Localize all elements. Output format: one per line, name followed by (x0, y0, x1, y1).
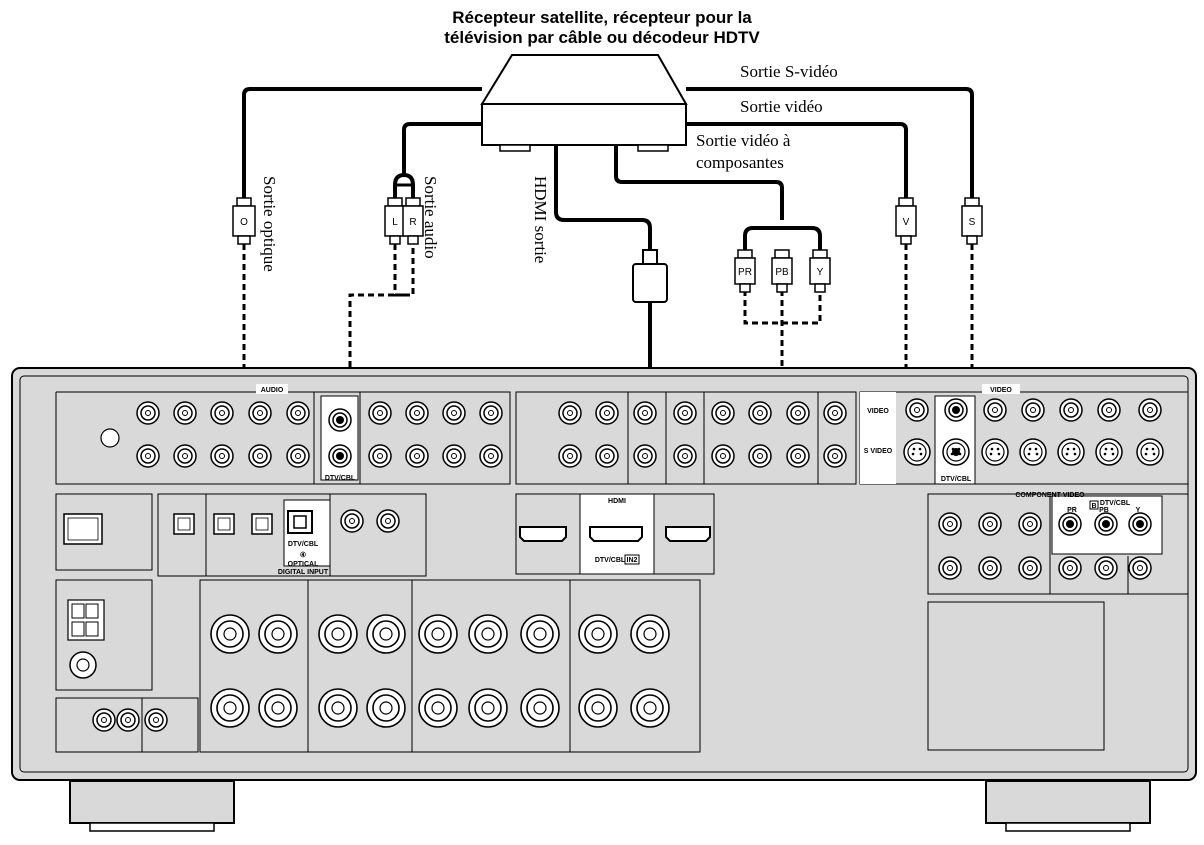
label-hdmi-in: IN2 (627, 557, 638, 564)
component-video-section: COMPONENT VIDEO B DTV/CBL PR PB Y (927, 492, 1189, 751)
speaker-terminal (578, 688, 618, 728)
speaker-terminal (630, 688, 670, 728)
label-component-out-1: Sortie vidéo à (696, 131, 791, 150)
audio-section: AUDIO DTV/CBL (55, 384, 511, 485)
label-hdmi-dtvcbl: DTV/CBL (595, 557, 626, 564)
left-connectors (55, 493, 199, 753)
speaker-terminal (210, 688, 250, 728)
label-y: Y (1136, 507, 1141, 514)
label-video-dtvcbl: DTV/CBL (941, 476, 972, 483)
speaker-terminals (199, 579, 701, 753)
plug-svideo: S (961, 197, 983, 245)
label-svideo-out: Sortie S-vidéo (740, 62, 838, 81)
speaker-terminal (520, 614, 560, 654)
label-optical-number: ④ (300, 551, 306, 559)
label-audio-out: Sortie audio (421, 176, 440, 259)
plug-pr-letter: PR (738, 267, 752, 278)
plug-right-letter: R (409, 217, 416, 228)
speaker-terminal (578, 614, 618, 654)
label-component-video: COMPONENT VIDEO (1015, 492, 1085, 499)
plug-left: L (384, 197, 406, 245)
speaker-terminal (318, 688, 358, 728)
speaker-terminal (418, 688, 458, 728)
plug-left-letter: L (392, 217, 398, 228)
plug-pb: PB (771, 249, 793, 293)
plug-pb-letter: PB (775, 267, 789, 278)
speaker-terminal (468, 614, 508, 654)
source-device (480, 54, 688, 152)
label-audio: AUDIO (261, 387, 284, 394)
speaker-terminal (258, 614, 298, 654)
plug-y: Y (809, 249, 831, 293)
label-hdmi-out: HDMI sortie (531, 176, 550, 263)
speaker-terminal (366, 614, 406, 654)
label-digital-input: DIGITAL INPUT (278, 569, 329, 576)
label-pr: PR (1067, 507, 1077, 514)
plug-y-letter: Y (817, 267, 824, 278)
video-section: VIDEO VIDEO S VIDEO DTV/CBL (859, 384, 1189, 485)
title-line-1: Récepteur satellite, récepteur pour la (452, 8, 752, 27)
plug-right: R (402, 197, 424, 245)
plug-pr: PR (734, 249, 756, 293)
speaker-terminal (418, 614, 458, 654)
middle-video-section (515, 391, 857, 485)
hdmi-section: HDMI DTV/CBL IN2 (515, 493, 715, 575)
plug-video-letter: V (903, 217, 910, 228)
label-digital-dtvcbl: DTV/CBL (288, 541, 319, 548)
label-optical: OPTICAL (288, 561, 319, 568)
label-hdmi: HDMI (608, 498, 626, 505)
speaker-terminal (630, 614, 670, 654)
label-audio-dtvcbl: DTV/CBL (325, 475, 356, 482)
label-pb: PB (1099, 507, 1109, 514)
plug-optical-letter: O (240, 217, 248, 228)
label-video-row: VIDEO (867, 408, 889, 415)
hdmi-plug (632, 249, 668, 303)
speaker-terminal (520, 688, 560, 728)
label-video: VIDEO (990, 387, 1012, 394)
speaker-terminal (468, 688, 508, 728)
label-component-out-2: composantes (696, 153, 784, 172)
label-video-out: Sortie vidéo (740, 97, 823, 116)
plug-optical: O (232, 197, 256, 245)
label-component-marker: B (1091, 503, 1096, 510)
speaker-terminal (258, 688, 298, 728)
speaker-terminal (318, 614, 358, 654)
title-line-2: télévision par câble ou décodeur HDTV (444, 28, 760, 47)
diagram-title: Récepteur satellite, récepteur pour la t… (0, 8, 1204, 48)
digital-input-section: DTV/CBL ④ OPTICAL DIGITAL INPUT (157, 493, 427, 577)
label-component-dtvcbl: DTV/CBL (1100, 500, 1131, 507)
speaker-terminal (366, 688, 406, 728)
speaker-terminal (210, 614, 250, 654)
label-svideo-row: S VIDEO (864, 448, 893, 455)
label-optical-out: Sortie optique (260, 176, 279, 272)
receiver-feet (69, 780, 1151, 832)
plug-video: V (895, 197, 917, 245)
plug-svideo-letter: S (969, 217, 976, 228)
